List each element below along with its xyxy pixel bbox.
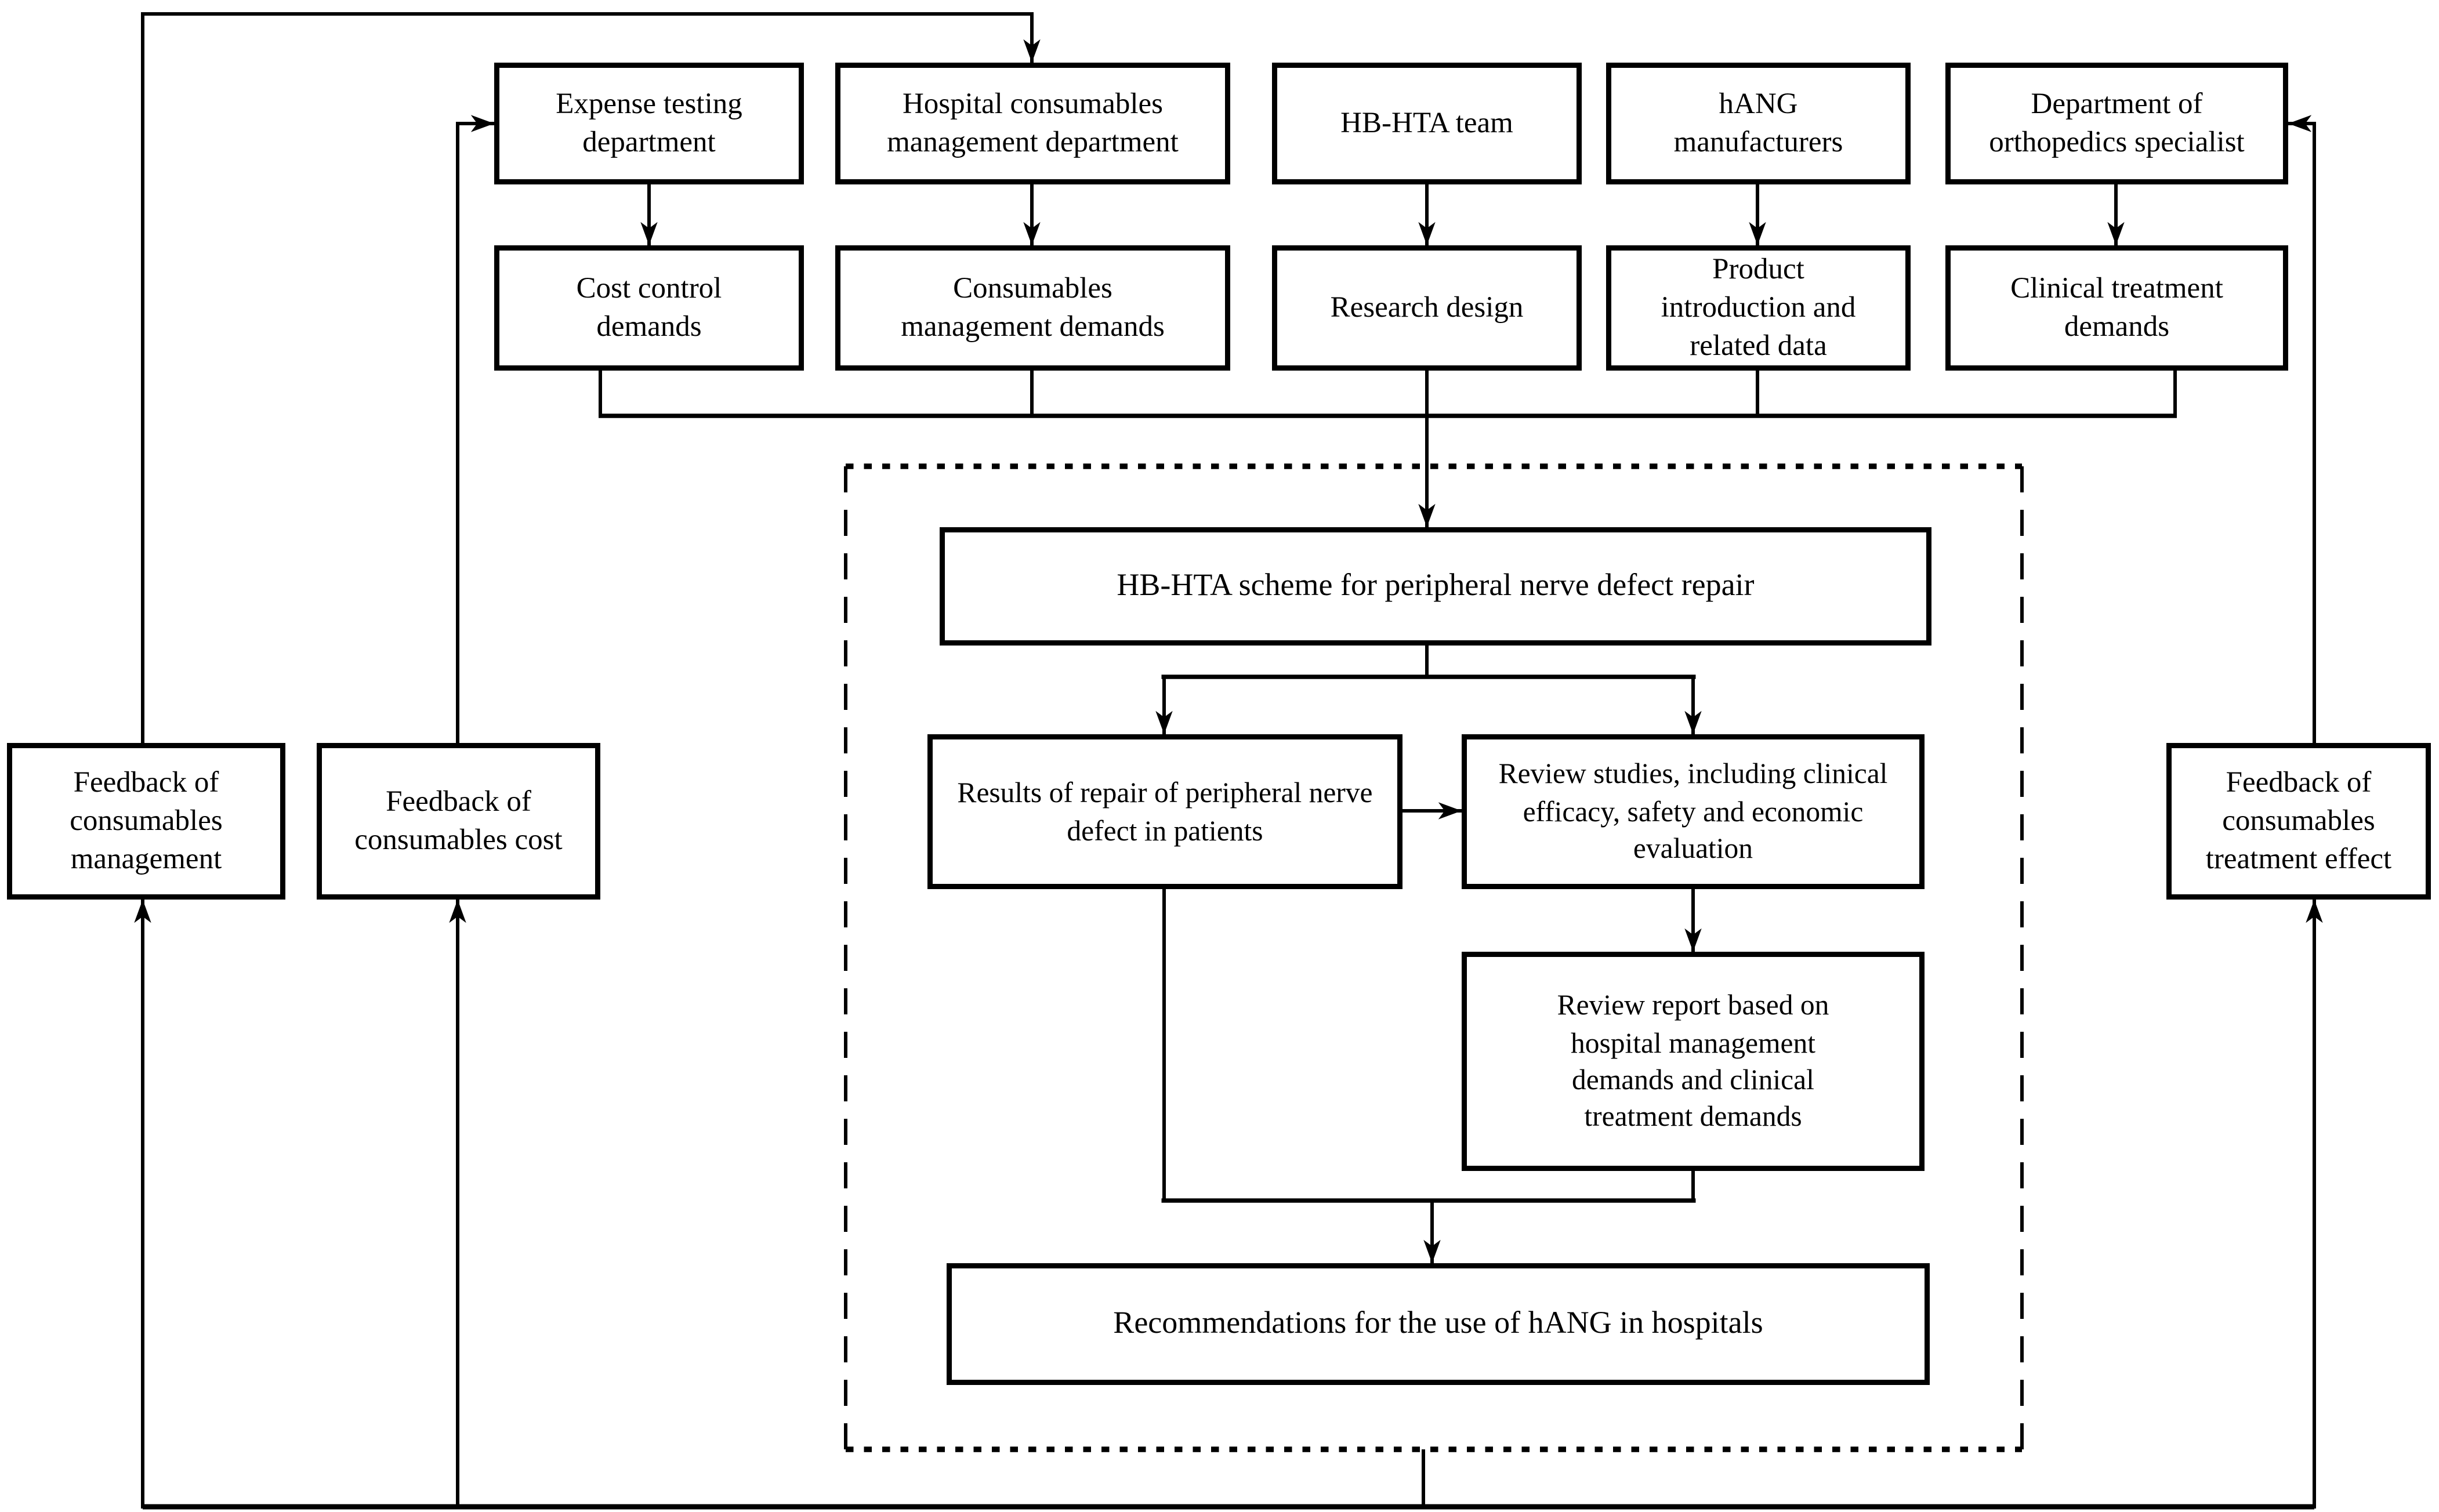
node-label: Feedback of consumables cost [354,784,563,856]
node-label: Feedback of consumables treatment effect [2205,765,2392,876]
node-review-studies: Review studies, including clinical effic… [1462,734,1925,889]
solid-connectors [134,12,2323,1510]
node-label: Results of repair of peripheral nerve de… [957,776,1373,847]
node-label: Hospital consumables management departme… [887,86,1179,158]
node-recommendations: Recommendations for the use of hANG in h… [947,1263,1930,1385]
node-expense-testing-department: Expense testing department [494,63,804,184]
node-product-introduction-and-related-data: Product introduction and related data [1606,245,1911,371]
node-label: Review report based on hospital manageme… [1557,988,1829,1134]
node-label: Consumables management demands [901,271,1165,343]
node-label: Review studies, including clinical effic… [1498,757,1888,865]
node-feedback-consumables-treatment-effect: Feedback of consumables treatment effect [2166,743,2431,900]
node-review-report: Review report based on hospital manageme… [1462,952,1925,1171]
node-label: HB-HTA scheme for peripheral nerve defec… [1117,567,1755,603]
node-research-design: Research design [1272,245,1582,371]
node-hb-hta-scheme: HB-HTA scheme for peripheral nerve defec… [940,527,1931,646]
node-clinical-treatment-demands: Clinical treatment demands [1945,245,2288,371]
node-label: Department of orthopedics specialist [1989,86,2245,158]
node-label: HB-HTA team [1340,106,1513,139]
node-label: Recommendations for the use of hANG in h… [1113,1305,1763,1340]
node-results-of-repair: Results of repair of peripheral nerve de… [927,734,1402,889]
node-hospital-consumables-management-department: Hospital consumables management departme… [835,63,1230,184]
node-label: hANG manufacturers [1673,86,1843,158]
node-consumables-management-demands: Consumables management demands [835,245,1230,371]
node-label: Feedback of consumables management [70,765,223,876]
node-feedback-consumables-management: Feedback of consumables management [7,743,285,900]
dashed-boundary-border [844,463,2024,1452]
node-department-of-orthopedics-specialist: Department of orthopedics specialist [1945,63,2288,184]
node-hang-manufacturers: hANG manufacturers [1606,63,1911,184]
node-label: Cost control demands [576,271,722,343]
node-label: Expense testing department [556,86,742,158]
node-label: Product introduction and related data [1661,252,1856,362]
node-label: Clinical treatment demands [2010,271,2223,343]
node-cost-control-demands: Cost control demands [494,245,804,371]
node-label: Research design [1330,290,1524,324]
node-hb-hta-team: HB-HTA team [1272,63,1582,184]
node-feedback-consumables-cost: Feedback of consumables cost [317,743,600,900]
